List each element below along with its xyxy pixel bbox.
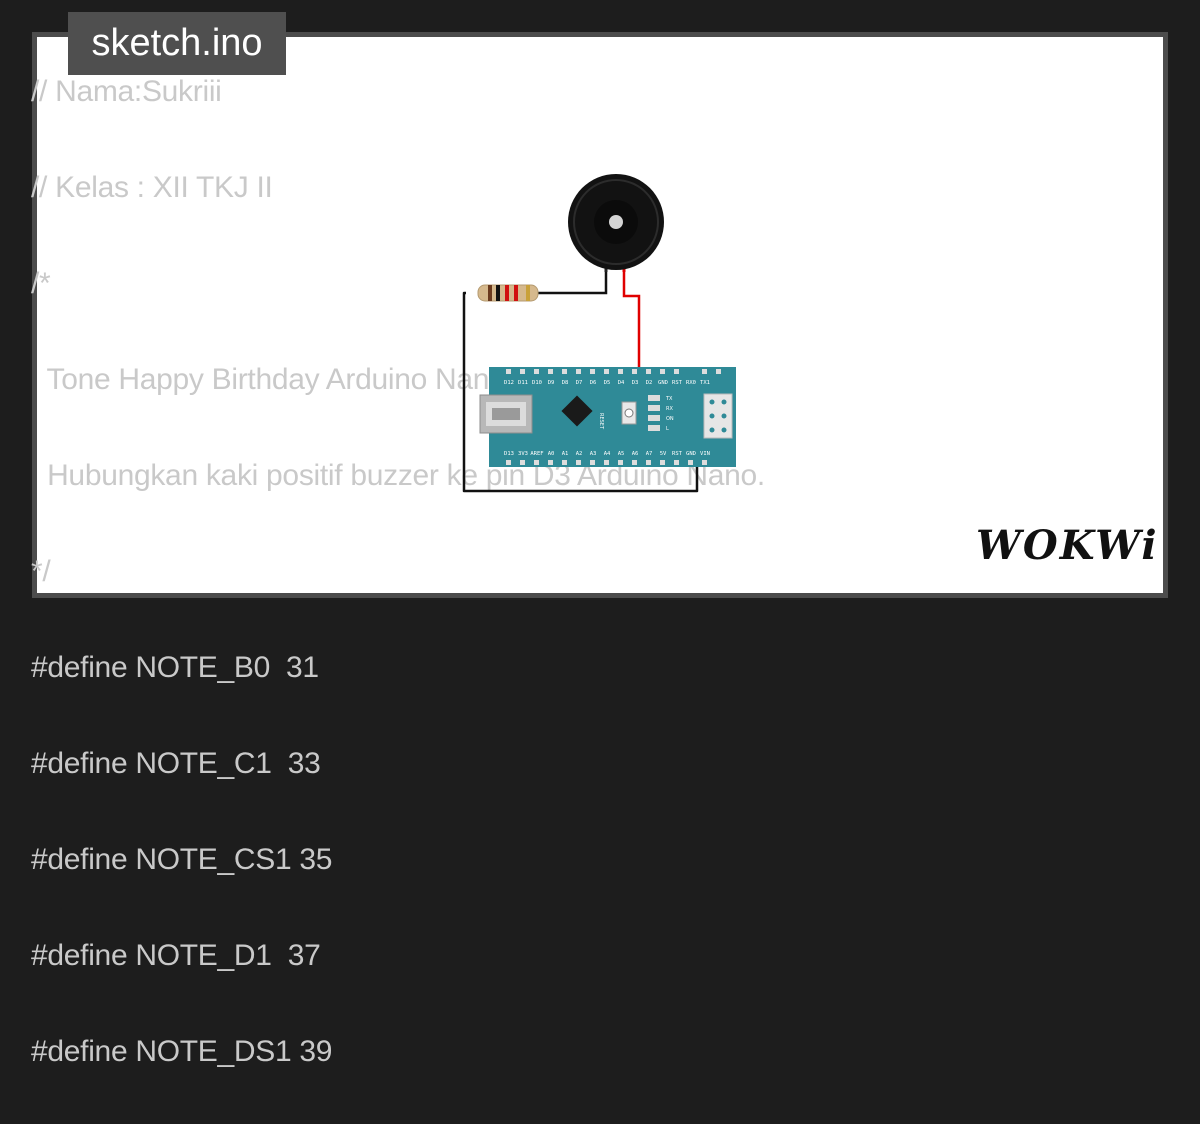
reset-label: RESET: [598, 413, 604, 430]
microcontroller-chip: [561, 395, 593, 427]
led-label: TX: [665, 396, 673, 402]
pin-label: D7: [576, 380, 583, 386]
preview-canvas: [37, 37, 1163, 593]
icsp-header: [703, 393, 733, 439]
pin-label: 5V: [660, 451, 667, 457]
pin-label: D13: [504, 451, 514, 457]
pin-label: RST: [672, 380, 683, 386]
code-line: #define NOTE_B0 31: [31, 651, 319, 684]
pin-label: A7: [646, 451, 653, 457]
pin-label: A2: [576, 451, 583, 457]
pin-label: A3: [590, 451, 597, 457]
top-header-holes: [506, 369, 721, 374]
code-line: #define NOTE_D1 37: [31, 939, 321, 972]
led-label: ON: [666, 416, 674, 422]
pin-label: A6: [632, 451, 639, 457]
pin-label: D8: [562, 380, 569, 386]
pin-label: D9: [548, 380, 555, 386]
pin-label: D3: [632, 380, 639, 386]
pin-label: D2: [646, 380, 653, 386]
pin-label: GND: [686, 451, 696, 457]
code-line: #define NOTE_CS1 35: [31, 843, 333, 876]
pin-label: 3V3: [518, 451, 528, 457]
buzzer-to-resistor-wire: [534, 268, 608, 295]
code-line: // Nama:Sukriii: [31, 75, 222, 108]
bottom-header-holes: [506, 460, 707, 465]
pin-label: A1: [562, 451, 569, 457]
pin-label: A0: [548, 451, 555, 457]
usb-connector: [479, 394, 533, 434]
pin-label: D5: [604, 380, 611, 386]
ground-wire: [462, 291, 699, 493]
code-line: #define NOTE_C1 33: [31, 747, 321, 780]
pin-label: RST: [672, 451, 683, 457]
pin-label: D12: [504, 380, 514, 386]
pin-label: D4: [618, 380, 625, 386]
led-label: L: [666, 426, 669, 432]
pin-label: GND: [658, 380, 668, 386]
pin-label: RX0: [686, 380, 696, 386]
pin-label: A5: [618, 451, 625, 457]
status-leds: [648, 395, 660, 431]
resistor[interactable]: [477, 284, 539, 302]
pin-label: VIN: [700, 451, 710, 457]
code-line: /*: [31, 267, 51, 300]
pin-label: D6: [590, 380, 597, 386]
wokwi-logo: WOKWi: [976, 522, 1159, 569]
pin-label: TX1: [700, 380, 710, 386]
code-line: Tone Happy Birthday Arduino Nano.: [31, 363, 514, 396]
pin-label: A4: [604, 451, 611, 457]
reset-button[interactable]: RESET: [598, 401, 637, 430]
pin-label: AREF: [530, 451, 543, 457]
code-line: */: [31, 555, 51, 588]
filename-tab: sketch.ino: [68, 12, 286, 75]
buzzer[interactable]: [568, 174, 664, 272]
led-labels: TX RX ON L: [665, 396, 674, 432]
pin-label: D11: [518, 380, 528, 386]
positive-wire: [622, 268, 641, 372]
code-line: #define NOTE_DS1 39: [31, 1035, 333, 1068]
led-label: RX: [666, 406, 673, 412]
pin-label: D10: [532, 380, 542, 386]
code-line: // Kelas : XII TKJ II: [31, 171, 273, 204]
